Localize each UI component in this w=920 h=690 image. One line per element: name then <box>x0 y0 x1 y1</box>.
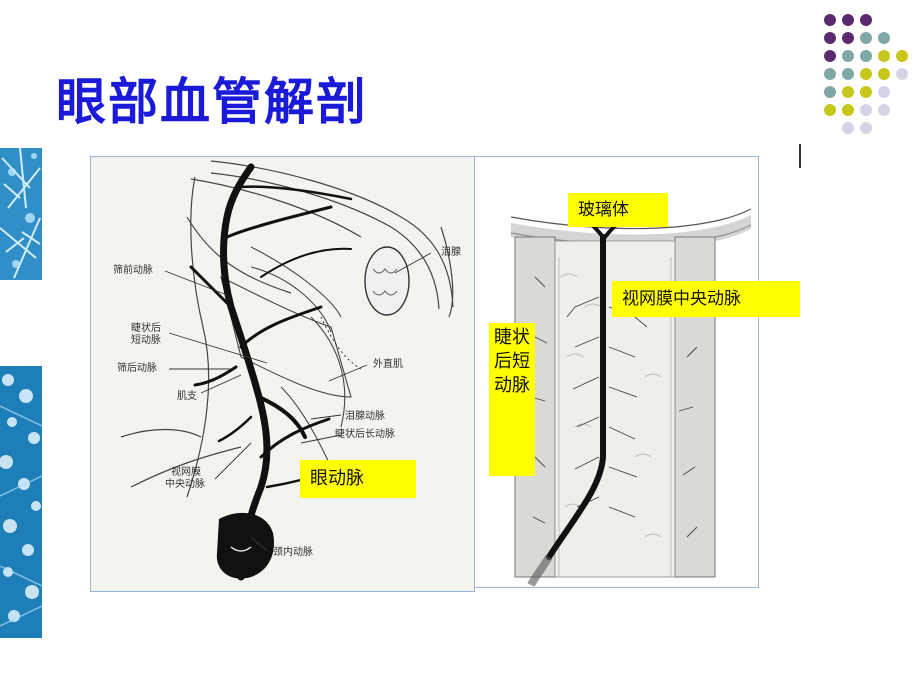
dot-row-6 <box>824 104 890 116</box>
label-cra-2: 中央动脉 <box>165 479 205 490</box>
label-posterior-ethmoidal: 筛后动脉 <box>117 363 157 374</box>
label-anterior-ethmoidal: 筛前动脉 <box>113 265 153 276</box>
dot-row-2 <box>824 32 890 44</box>
label-cra-1: 视网膜 <box>171 467 201 478</box>
label-posterior-ciliary-short-2: 短动脉 <box>131 335 161 346</box>
frost-decoration-bottom <box>0 366 42 638</box>
label-lateral-rectus: 外直肌 <box>373 359 403 370</box>
dot-row-1 <box>824 14 872 26</box>
dot-row-3 <box>824 50 908 62</box>
label-short-posterior-ciliary: 睫状后短动脉 <box>489 323 535 476</box>
orbital-artery-drawing <box>120 160 454 581</box>
dot-row-5 <box>824 86 890 98</box>
slide-title: 眼部血管解剖 <box>56 73 368 131</box>
label-muscular-branch: 肌支 <box>177 391 197 402</box>
label-ophthalmic-artery: 眼动脉 <box>300 460 416 498</box>
label-long-posterior-ciliary: 睫状后长动脉 <box>335 429 395 440</box>
label-lacrimal-artery: 泪腺动脉 <box>345 411 385 422</box>
lacrimal-gland-shape <box>364 246 410 316</box>
dot-row-7 <box>842 122 872 134</box>
dot-row-4 <box>824 68 908 80</box>
divider-line <box>799 144 801 168</box>
decorative-dot-grid <box>824 14 908 134</box>
internal-carotid-shape <box>216 512 275 579</box>
label-central-retinal-artery: 视网膜中央动脉 <box>612 281 800 317</box>
frost-decoration-top <box>0 148 42 280</box>
orbital-artery-diagram: 筛前动脉 睫状后 短动脉 筛后动脉 肌支 视网膜 中央动脉 泪腺 外直肌 泪腺动… <box>90 156 475 592</box>
label-vitreous: 玻璃体 <box>568 193 668 227</box>
label-internal-carotid: 颈内动脉 <box>273 547 313 558</box>
label-posterior-ciliary-short-1: 睫状后 <box>131 323 161 334</box>
label-lacrimal-gland: 泪腺 <box>441 247 461 258</box>
